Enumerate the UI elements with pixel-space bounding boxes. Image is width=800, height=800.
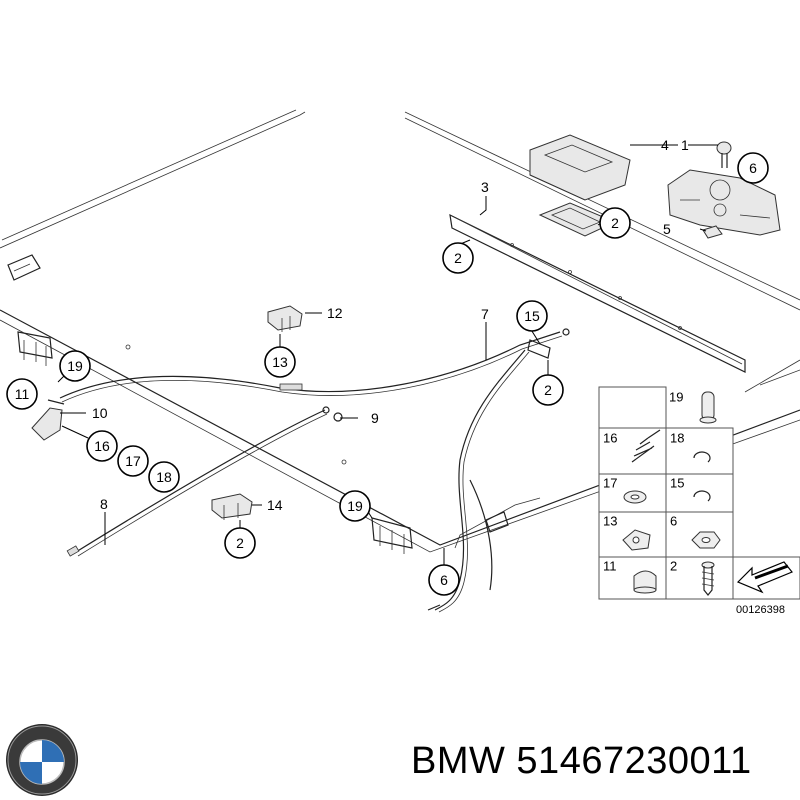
callout-16: 16 <box>86 430 118 462</box>
part-12-clip <box>267 305 303 332</box>
legend-spring-icon <box>631 429 661 463</box>
svg-text:18: 18 <box>156 469 172 485</box>
label-12: 12 <box>327 305 343 321</box>
svg-text:2: 2 <box>454 250 462 266</box>
label-8: 8 <box>100 496 108 512</box>
svg-text:15: 15 <box>524 308 540 324</box>
label-5: 5 <box>663 221 671 237</box>
callout-2-cable: 2 <box>532 374 564 406</box>
svg-text:16: 16 <box>94 438 110 454</box>
legend-pin-icon <box>699 391 717 424</box>
plain-labels: 1 3 4 5 7 8 9 10 12 14 <box>92 137 689 513</box>
part-5-pad <box>702 225 723 239</box>
callout-2-plate: 2 <box>599 207 631 239</box>
callout-2-bracket: 2 <box>224 527 256 559</box>
label-9: 9 <box>371 410 379 426</box>
callout-15: 15 <box>516 300 548 332</box>
legend-rubber-buffer-icon <box>633 570 657 594</box>
legend-clip-nut-icon <box>622 529 651 551</box>
hood-hinge-right <box>371 517 413 554</box>
callout-19-left: 19 <box>59 350 91 382</box>
bowden-cables <box>47 328 570 613</box>
part-6-latch <box>667 169 781 236</box>
svg-text:19: 19 <box>347 498 363 514</box>
legend-6: 6 <box>670 514 677 529</box>
callout-11: 11 <box>6 378 38 410</box>
legend-circlip-18-icon <box>693 451 711 463</box>
legend-direction-arrow-icon <box>736 561 793 594</box>
legend-15: 15 <box>670 476 684 491</box>
label-3: 3 <box>481 179 489 195</box>
svg-text:2: 2 <box>236 535 244 551</box>
support-rail <box>449 213 746 373</box>
label-7: 7 <box>481 306 489 322</box>
part-10-bracket <box>31 407 63 441</box>
callout-17: 17 <box>117 445 149 477</box>
label-1: 1 <box>681 137 689 153</box>
legend-circlip-15-icon <box>693 490 711 502</box>
label-10: 10 <box>92 405 108 421</box>
legend-17: 17 <box>603 476 617 491</box>
callout-19-right: 19 <box>339 490 371 522</box>
part-4-bolt <box>716 141 732 168</box>
callout-2-rail: 2 <box>442 242 474 274</box>
svg-text:17: 17 <box>125 453 141 469</box>
hood-panel <box>0 109 800 553</box>
callout-18: 18 <box>148 461 180 493</box>
legend-2: 2 <box>670 559 677 574</box>
legend-hex-nut-icon <box>691 531 721 549</box>
label-14: 14 <box>267 497 283 513</box>
part-1-lock-box <box>529 134 631 201</box>
svg-text:6: 6 <box>749 160 757 176</box>
svg-text:2: 2 <box>544 382 552 398</box>
svg-text:13: 13 <box>272 354 288 370</box>
bmw-roundel-icon <box>6 724 78 796</box>
legend-19: 19 <box>669 390 683 405</box>
legend-11: 11 <box>603 559 617 574</box>
svg-text:2: 2 <box>611 215 619 231</box>
callout-6-latch: 6 <box>737 152 769 184</box>
callout-6-cable: 6 <box>428 564 460 596</box>
label-4: 4 <box>661 137 669 153</box>
legend-13: 13 <box>603 514 617 529</box>
circled-callouts: 2 2 2 19 11 16 17 18 13 15 2 19 2 6 6 <box>6 152 769 596</box>
legend-18: 18 <box>670 431 684 446</box>
part-number-caption: BMW 51467230011 <box>411 740 752 782</box>
legend-16: 16 <box>603 431 617 446</box>
parts-legend: 19 16 18 17 15 13 6 11 2 <box>598 386 800 616</box>
part-14-bracket <box>211 493 253 520</box>
svg-text:11: 11 <box>15 386 30 402</box>
svg-text:6: 6 <box>440 572 448 588</box>
callout-13: 13 <box>264 346 296 378</box>
legend-washer-icon <box>623 490 647 504</box>
legend-screw-icon <box>701 561 715 596</box>
hood-hinge-left <box>17 331 53 366</box>
svg-text:19: 19 <box>67 358 83 374</box>
reference-number: 00126398 <box>736 604 785 616</box>
